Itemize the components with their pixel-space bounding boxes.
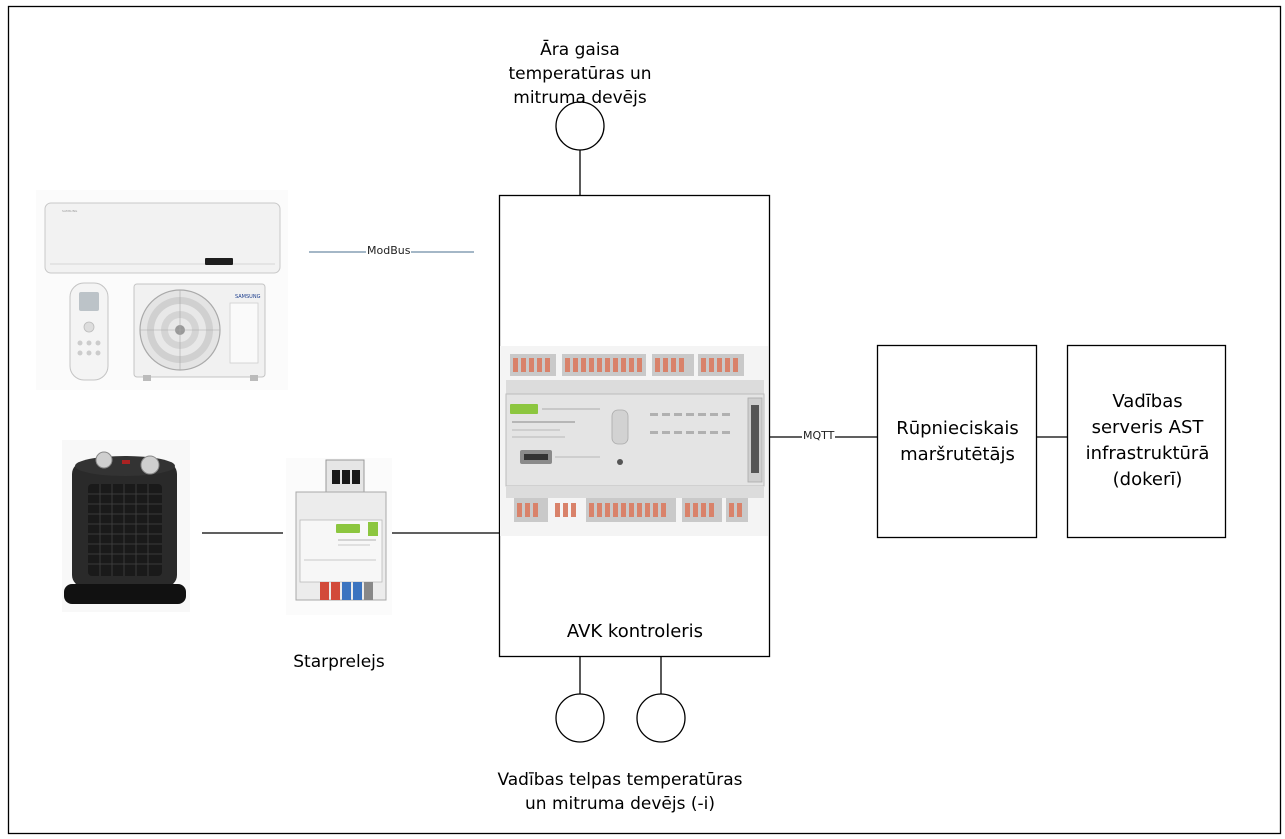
modbus-label: ModBus xyxy=(366,244,412,257)
controller-body xyxy=(505,393,765,487)
server-box xyxy=(1066,344,1227,539)
svg-text:SAMSUNG: SAMSUNG xyxy=(62,209,78,213)
heater-base xyxy=(64,584,186,604)
room-sensor-label: Vadības telpas temperatūras un mitruma d… xyxy=(497,770,743,814)
controller-image xyxy=(500,346,768,536)
room-sensor-1-circle xyxy=(555,693,605,743)
heater-image xyxy=(62,440,190,612)
air-conditioner-image: SAMSUNG SAMSUNG xyxy=(36,190,288,390)
controller-label: AVK kontroleris xyxy=(566,621,704,642)
router-box xyxy=(876,344,1038,539)
ac-indoor-unit xyxy=(44,202,281,274)
server-label: Vadības serveris AST infrastruktūrā (dok… xyxy=(1085,391,1210,490)
svg-text:SAMSUNG: SAMSUNG xyxy=(235,294,261,300)
controller-bottom-terminals xyxy=(514,498,748,522)
mqtt-label: MQTT xyxy=(802,429,836,442)
heater-knob-right xyxy=(140,455,160,475)
router-label: Rūpnieciskais maršrutētājs xyxy=(896,418,1019,465)
relay-label: Starprelejs xyxy=(293,652,385,672)
relay-image xyxy=(286,458,392,615)
room-sensor-2-circle xyxy=(636,693,686,743)
outdoor-sensor-label: Āra gaisa temperatūras un mitruma devējs xyxy=(508,40,652,108)
heater-knob-left xyxy=(95,451,113,469)
diagram-frame xyxy=(7,5,1282,835)
controller-top-terminals xyxy=(510,354,744,376)
